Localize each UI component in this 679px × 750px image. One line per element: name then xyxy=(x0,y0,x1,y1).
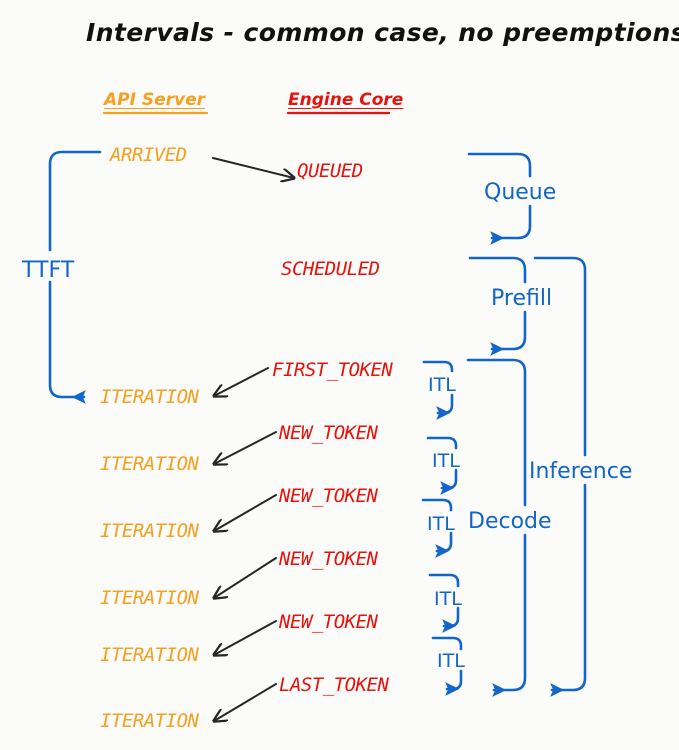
state-new-token-3: NEW_TOKEN xyxy=(279,548,378,570)
bracket-itl-3-lower xyxy=(435,531,453,558)
bracket-queue-lower xyxy=(490,204,532,245)
bracket-itl-4-upper xyxy=(428,573,460,588)
state-iteration-5: ITERATION xyxy=(100,644,199,666)
interval-label-ttft: TTFT xyxy=(22,258,75,283)
bracket-inference-upper xyxy=(533,256,587,457)
arrow-new-token-1-to-iteration-2 xyxy=(214,431,277,464)
bracket-queue-upper xyxy=(467,152,532,178)
arrow-first-token-to-iteration-1 xyxy=(214,367,269,396)
bracket-itl-5-upper xyxy=(431,636,463,651)
bracket-itl-2-lower xyxy=(440,468,458,495)
state-first-token: FIRST_TOKEN xyxy=(272,359,393,381)
state-last-token: LAST_TOKEN xyxy=(279,674,389,696)
state-iteration-6: ITERATION xyxy=(100,710,199,732)
bracket-ttft-lower xyxy=(48,280,86,404)
state-iteration-1: ITERATION xyxy=(100,386,199,408)
state-arrived: ARRIVED xyxy=(110,144,187,166)
state-new-token-4: NEW_TOKEN xyxy=(279,611,378,633)
state-iteration-2: ITERATION xyxy=(100,453,199,475)
transition-arrows xyxy=(212,157,294,721)
interval-label-itl-5: ITL xyxy=(437,650,465,672)
interval-label-itl-4: ITL xyxy=(434,588,462,610)
bracket-ttft-upper xyxy=(48,150,102,252)
bracket-itl-1-lower xyxy=(436,393,454,420)
arrow-arrived-to-queued xyxy=(212,157,294,178)
column-header-engine-core: Engine Core xyxy=(288,90,404,110)
interval-brackets xyxy=(48,150,587,697)
interval-label-inference: Inference xyxy=(529,459,633,484)
bracket-prefill-lower xyxy=(490,310,527,356)
state-iteration-3: ITERATION xyxy=(100,520,199,542)
state-queued: QUEUED xyxy=(297,160,363,182)
arrow-new-token-3-to-iteration-4 xyxy=(214,557,277,598)
state-new-token-2: NEW_TOKEN xyxy=(279,485,378,507)
interval-label-itl-3: ITL xyxy=(427,513,455,535)
state-scheduled: SCHEDULED xyxy=(281,258,380,280)
arrow-new-token-4-to-iteration-5 xyxy=(214,620,277,655)
bracket-itl-3-upper xyxy=(421,498,453,512)
bracket-itl-4-lower xyxy=(442,606,460,633)
bracket-decode-upper xyxy=(466,358,527,507)
arrow-new-token-2-to-iteration-3 xyxy=(214,494,277,531)
interval-label-decode: Decode xyxy=(468,509,552,534)
bracket-prefill-upper xyxy=(468,256,527,284)
bracket-itl-5-lower xyxy=(445,669,463,696)
column-header-api-server: API Server xyxy=(104,90,206,110)
interval-label-itl-2: ITL xyxy=(432,450,460,472)
bracket-inference-lower xyxy=(550,483,587,697)
state-new-token-1: NEW_TOKEN xyxy=(279,422,378,444)
interval-label-prefill: Prefill xyxy=(491,286,553,311)
diagram-title: Intervals - common case, no preemptions xyxy=(86,18,679,47)
interval-label-queue: Queue xyxy=(484,180,557,205)
state-iteration-4: ITERATION xyxy=(100,587,199,609)
bracket-decode-lower xyxy=(492,533,527,697)
interval-label-itl-1: ITL xyxy=(428,374,456,396)
bracket-itl-2-upper xyxy=(426,436,458,450)
bracket-itl-1-upper xyxy=(422,360,454,373)
arrow-last-token-to-iteration-6 xyxy=(214,683,277,721)
